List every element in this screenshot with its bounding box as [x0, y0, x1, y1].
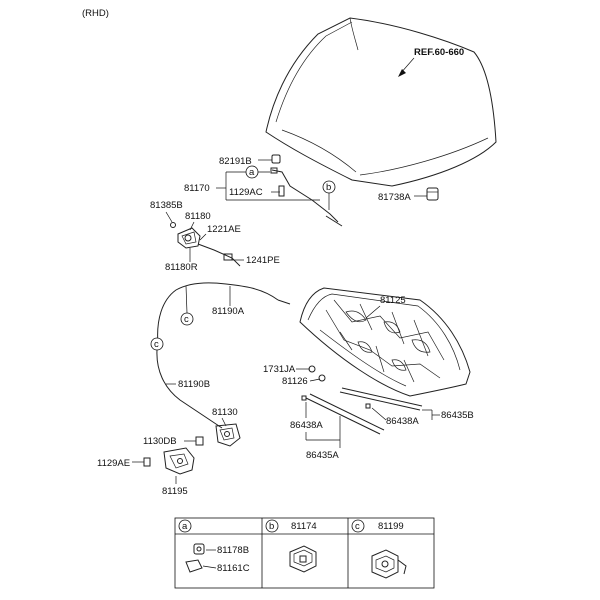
part-1129AE: 1129AE [97, 457, 151, 469]
part-1731JA: 1731JA [263, 364, 316, 375]
hood-panel [265, 17, 497, 187]
svg-text:b: b [326, 182, 331, 193]
legend-col-c: c 81199 [351, 519, 407, 579]
svg-text:1129AE: 1129AE [97, 458, 130, 469]
svg-text:c: c [355, 521, 360, 532]
part-81170: 81170 a [184, 165, 343, 227]
legend-part-81174: 81174 [291, 521, 317, 532]
legend-col-b: b 81174 [265, 519, 317, 573]
part-81130: 81130 [212, 407, 241, 447]
svg-text:81738A: 81738A [378, 192, 411, 203]
part-86435B: 86435B [422, 409, 474, 421]
svg-text:81190B: 81190B [178, 379, 210, 390]
svg-text:86435B: 86435B [441, 410, 474, 421]
svg-text:a: a [182, 521, 188, 532]
svg-text:1130DB: 1130DB [143, 436, 177, 447]
svg-text:86435A: 86435A [306, 450, 339, 461]
svg-text:81180R: 81180R [165, 262, 198, 273]
part-81195: 81195 [162, 447, 195, 497]
part-81385B: 81385B [150, 200, 183, 228]
variant-label: (RHD) [82, 8, 109, 19]
svg-text:a: a [249, 167, 255, 178]
svg-text:81170: 81170 [184, 183, 210, 194]
callout-b: b [322, 180, 336, 210]
hood-insulator [299, 287, 471, 397]
part-1241PE: 1241PE [197, 243, 280, 267]
svg-text:c: c [184, 314, 189, 325]
svg-text:81190A: 81190A [212, 306, 245, 317]
cable-81190B: c 81190B [150, 337, 223, 429]
svg-text:81385B: 81385B [150, 200, 183, 211]
svg-text:1221AE: 1221AE [207, 224, 241, 235]
part-81738A: 81738A [378, 187, 439, 203]
part-81126: 81126 [282, 374, 326, 387]
svg-text:1241PE: 1241PE [246, 255, 280, 266]
ref-label: REF.60-660 [414, 47, 464, 58]
part-1129AC: 1129AC [229, 185, 285, 198]
part-81180: 81180 [177, 211, 211, 249]
cable-81190A: 81190A c [157, 282, 291, 345]
svg-text:1129AC: 1129AC [229, 187, 263, 198]
svg-text:c: c [154, 339, 159, 350]
legend-table: a 81178B 81161C b 81174 c 81199 [174, 517, 435, 589]
svg-text:86438A: 86438A [290, 420, 323, 431]
label-81125: 81125 [380, 295, 406, 306]
part-1130DB: 1130DB [143, 436, 204, 447]
svg-text:81126: 81126 [282, 376, 308, 387]
legend-part-81199: 81199 [378, 521, 404, 532]
part-82191B: 82191B [219, 154, 281, 167]
part-86438A-left: 86438A [290, 402, 323, 431]
part-86438A-right: 86438A [371, 407, 419, 427]
part-1221AE: 1221AE [199, 224, 241, 241]
seal-strips [301, 387, 423, 435]
part-81180R: 81180R [165, 248, 198, 273]
ref-arrow [398, 69, 406, 77]
svg-text:81180: 81180 [185, 211, 211, 222]
svg-text:81130: 81130 [212, 407, 238, 418]
svg-text:81195: 81195 [162, 486, 188, 497]
legend-part-81161C: 81161C [217, 563, 250, 574]
legend-col-a: a 81178B 81161C [178, 519, 250, 574]
part-86435A: 86435A [305, 416, 341, 461]
svg-text:1731JA: 1731JA [263, 364, 296, 375]
svg-text:82191B: 82191B [219, 156, 252, 167]
svg-text:b: b [269, 521, 274, 532]
svg-text:86438A: 86438A [386, 416, 419, 427]
legend-part-81178B: 81178B [217, 545, 249, 556]
